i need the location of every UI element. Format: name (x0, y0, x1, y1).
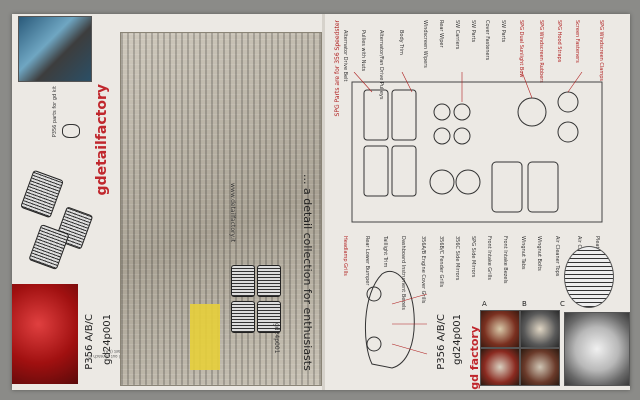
tagline: ... a detail collection for enthusiasts (301, 174, 314, 371)
label-top-13: SPG Hood Straps (556, 20, 562, 63)
instruction-card: P356 parts for gd kit P356 A/B/C gd24p00… (12, 14, 630, 390)
right-part-number: gd24p001 (452, 314, 463, 365)
label-top-2: Pullies with Nuts (360, 30, 366, 72)
label-bottom-2: Rear Lower Bumper (364, 236, 370, 286)
fret-diagram (351, 72, 603, 223)
right-top-labels: Alternator Drive Belt Pullies with Nuts … (342, 20, 622, 99)
grille-diagram-1 (20, 169, 64, 219)
diagram-leader-lines (353, 72, 583, 102)
label-top-9: Cover Fasteners (484, 20, 490, 61)
small-part-sketch (62, 124, 80, 138)
label-bottom-4: Dashboard Instrument Bezels (400, 236, 406, 311)
fret-grille-4 (257, 301, 281, 333)
right-bottom-labels: Headlamp Grills Rear Lower Bumper Tailli… (342, 236, 622, 310)
diagram-rings (429, 91, 579, 195)
sheet-url: www.detailfactory.it (229, 183, 236, 243)
photo-etched-fret: www.detailfactory.it gd24p001 (120, 32, 322, 386)
car-line-drawing (365, 271, 428, 369)
label-bottom-11: Wingnut Tabs (520, 236, 526, 270)
diagram-grilles (363, 89, 559, 213)
steering-wheel-photo-c (520, 310, 560, 348)
label-top-14: Screen Fasteners (574, 20, 580, 63)
label-bottom-9: Front Intake Grills (486, 236, 492, 280)
fret-grille-2 (257, 265, 281, 297)
label-bottom-1: Headlamp Grills (342, 236, 348, 276)
side-note-label: P356 parts for gd kit (52, 86, 58, 138)
steering-wheel-photo-b (480, 348, 520, 386)
label-bottom-10: Front Intake Bezels (502, 236, 508, 284)
label-bottom-5: 356A/B Engine Cover Grills (420, 236, 426, 304)
right-model-code: P356 A/B/C (436, 314, 447, 370)
red-car-photo (12, 284, 78, 384)
header-note: SPG Parts are for 356 Speedster (334, 20, 341, 117)
label-top-1: Alternator Drive Belt (342, 30, 348, 82)
label-top-4: Body Trim (398, 30, 404, 55)
fret-grille-1 (231, 265, 255, 297)
label-top-12: SPG Windscreen Rubbers (538, 20, 544, 83)
label-top-3: Alternator/Fan Drive Pulleys (378, 30, 384, 100)
label-top-5: Windscreen Wipers (422, 20, 428, 68)
label-bottom-3: Taillight Trim (382, 236, 388, 268)
label-bottom-6: 356B/C Fender Grills (438, 236, 444, 288)
steering-wheel-photo-a (480, 310, 520, 348)
label-bottom-13: Air Cleaner Tops (554, 236, 560, 277)
engine-photo-thumb (18, 16, 92, 82)
sheet-number: gd24p001 (273, 323, 280, 354)
brand-logo: gdetailfactory (94, 84, 110, 196)
label-top-8: SW Parts (470, 20, 476, 43)
yellow-tape (190, 304, 220, 370)
left-model-code: P356 A/B/C (84, 314, 95, 370)
card-fold-line (322, 14, 325, 390)
label-top-7: SW Carriers (454, 20, 460, 50)
figure-label-c: C (560, 300, 565, 308)
label-top-11: SPG Dual Sunlight Bow (518, 20, 524, 78)
figure-label-a: A (482, 300, 487, 308)
steering-wheel-photo-d (520, 348, 560, 386)
label-bottom-12: Wingnut Bolts (536, 236, 542, 271)
label-bottom-7: 356C Side Mirrors (454, 236, 460, 281)
fret-grille-3 (231, 301, 255, 333)
air-cleaner-diagram (564, 246, 614, 308)
label-top-10: SW Parts (500, 20, 506, 43)
label-top-6: Rear Wiper (438, 20, 444, 48)
figure-label-b: B (522, 300, 527, 308)
air-cleaner-photo (564, 312, 630, 386)
label-top-15: SPG Windscreen Clamps (598, 20, 604, 82)
label-bottom-8: SPG Side Mirrors (470, 236, 476, 278)
